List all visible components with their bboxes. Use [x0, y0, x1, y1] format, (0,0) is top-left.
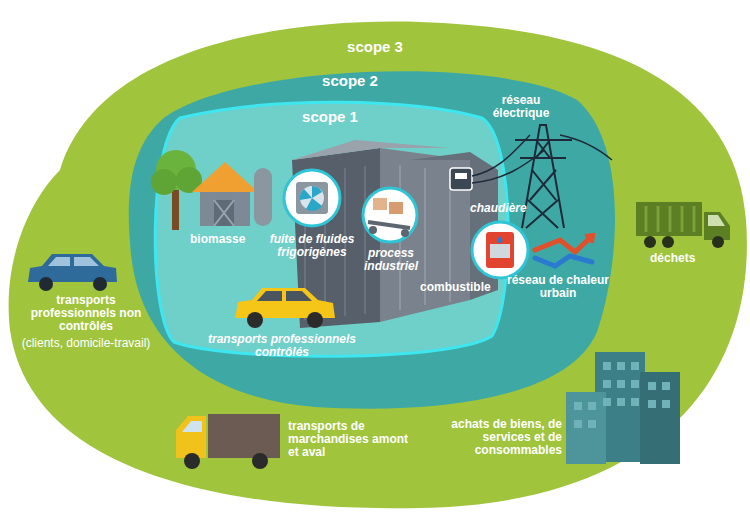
item-label: transports professionnels non contrôlés [22, 294, 150, 333]
scope-heading: scope 1 [302, 108, 358, 125]
item-label: déchets [650, 252, 720, 265]
item-label: fuite de fluides frigorigènes [262, 233, 362, 259]
item-label: biomasse [190, 233, 260, 246]
item-label: achats de biens, de services et de conso… [410, 418, 562, 457]
item-label: combustible [420, 281, 502, 294]
scope-heading: scope 2 [322, 72, 378, 89]
item-label: (clients, domicile-travail) [16, 337, 156, 350]
item-label: process industriel [355, 247, 427, 273]
item-label: réseau de chaleur urbain [506, 274, 610, 300]
scope-heading: scope 3 [347, 38, 403, 55]
item-label: transports professionnels contrôlés [192, 333, 372, 359]
item-label: chaudière [470, 202, 540, 215]
item-label: transports de marchandises amont et aval [288, 420, 418, 459]
item-label: réseau électrique [478, 94, 564, 120]
